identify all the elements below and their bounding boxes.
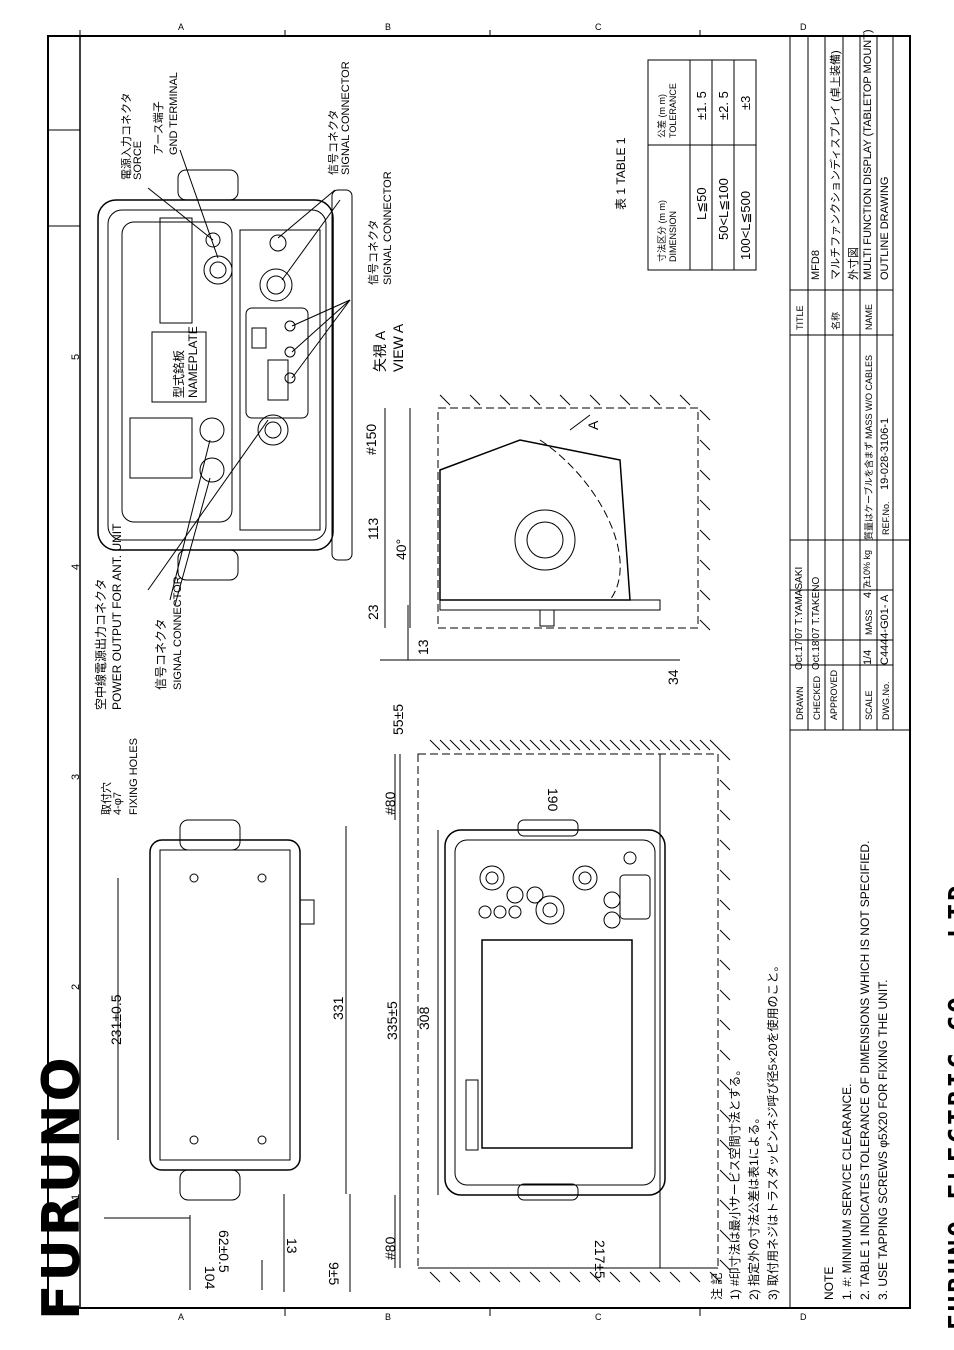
dim-62: 62±0.5 (216, 1230, 232, 1273)
table-dim-1: L≦50 (694, 187, 709, 220)
tb-name-label: NAME (864, 303, 874, 330)
furuno-logo: FURUNO (32, 1054, 92, 1320)
dim-150: #150 (363, 423, 379, 455)
notes-en-line-1: 1. #: MINIMUM SERVICE CLEARANCE. (840, 1083, 854, 1301)
tb-checked-value: Oct.18'07 T.TAKENO (811, 576, 822, 670)
tb-name-jp-1: マルチファンクションディスプレイ (卓上装備) (830, 50, 842, 280)
table-tol-3: ±3 (738, 95, 753, 110)
label-ant-en: POWER OUTPUT FOR ANT. UNIT (110, 523, 124, 710)
grid-number-4: 4 (70, 563, 82, 570)
label-power-in-en: SORCE (132, 140, 144, 180)
tb-mass-note: 質量はケーブルを含まず MASS W/O CABLES (864, 355, 874, 540)
notes-en-line-2: 2. TABLE 1 INDICATES TOLERANCE OF DIMENS… (858, 840, 872, 1300)
dim-217: 217±5 (592, 1240, 608, 1279)
tb-title-label: TITLE (795, 305, 805, 330)
tb-name-jp-label: 名称 (831, 311, 841, 330)
grid-letter-d-bottom: D (800, 1312, 807, 1322)
dim-23: 23 (365, 604, 381, 620)
tb-drawn-label: DRAWN (795, 686, 805, 720)
dim-331: 331 (330, 996, 346, 1020)
label-signal1-en: SIGNAL CONNECTOR (340, 61, 352, 175)
label-fixing-num: 4-φ7 (112, 791, 124, 815)
table-caption: 表 1 TABLE 1 (614, 137, 628, 210)
table-tol-1: ±1. 5 (694, 91, 709, 120)
dim-80b: #80 (382, 1236, 398, 1260)
tb-approved-label: APPROVED (829, 669, 839, 720)
tb-checked-label: CHECKED (812, 675, 822, 720)
grid-number-5: 5 (70, 353, 82, 360)
dim-335: 335±5 (384, 1001, 400, 1040)
grid-letter-a-top: A (178, 22, 185, 32)
notes-jp-line-1: 1) #印寸法は最小サービス空間寸法とする。 (728, 1063, 742, 1300)
table-header-tolerance: 公差 (m m) TOLERANCE (657, 83, 678, 138)
tb-scale-label: SCALE (864, 690, 874, 720)
label-gnd-en: GND TERMINAL (168, 72, 180, 155)
grid-letter-b-top: B (385, 22, 392, 32)
tb-dwg-label: DWG.No. (881, 681, 891, 720)
label-signal2-en: SIGNAL CONNECTOR (382, 171, 394, 285)
label-arrow-a: A (585, 420, 601, 430)
notes-jp-line-3: 3) 取付用ネジはトラスタッピンネジ呼び径5×20を使用のこと。 (766, 959, 780, 1300)
label-nameplate-en: NAMEPLATE (186, 326, 200, 398)
label-signal1-jp: 信号コネクタ (328, 109, 340, 175)
label-view-en: VIEW A (390, 323, 406, 372)
table-header-dimension: 寸法区分 (m m) DIMENSION (657, 200, 678, 262)
label-signal2-jp: 信号コネクタ (368, 219, 380, 285)
notes-en-line-3: 3. USE TAPPING SCREWS φ5X20 FOR FIXING T… (876, 979, 890, 1300)
grid-number-1: 1 (70, 1193, 82, 1200)
notes-en-title-visible: NOTE (822, 1266, 836, 1300)
dim-40: 40° (393, 538, 409, 560)
tb-ref-value: 19-028-3106-1 (879, 417, 891, 490)
dim-190: 190 (545, 788, 561, 812)
dim-55: 55±5 (390, 703, 406, 735)
grid-letter-b-bottom: B (385, 1312, 392, 1322)
tb-name-en-1: MULTI FUNCTION DISPLAY (TABLETOP MOUNT) (862, 29, 874, 280)
notes-jp-line-2: 2) 指定外の寸法公差は表1による。 (747, 1111, 761, 1300)
table-dim-2: 50<L≦100 (716, 178, 731, 240)
company-name: FURUNO ELECTRIC CO., LTD. (944, 863, 954, 1330)
grid-letter-a-bottom: A (178, 1312, 185, 1322)
dim-13a: 13 (284, 1238, 300, 1254)
label-signal3-en: SIGNAL CONNECTOR (172, 576, 184, 690)
label-nameplate-jp: 型式銘板 (172, 349, 186, 398)
dim-308: 308 (416, 1006, 432, 1030)
label-signal3-jp: 信号コネクタ (154, 618, 168, 690)
grid-letter-c-bottom: C (595, 1312, 602, 1322)
tb-dwg-value: C4444-G01- A (879, 594, 891, 665)
label-view-jp: 矢視 A (372, 330, 388, 372)
tb-mass-label: MASS (864, 609, 874, 635)
grid-number-2: 2 (70, 983, 82, 990)
tb-name-jp-2: 外寸図 (848, 247, 860, 280)
table-dim-3: 100<L≦500 (738, 190, 753, 260)
tb-title-value: MFD8 (810, 250, 822, 280)
tb-mass-unit: ±10% kg (862, 550, 872, 585)
grid-letter-d-top: D (800, 22, 807, 32)
dim-113: 113 (365, 517, 381, 540)
tb-name-en-2: OUTLINE DRAWING (879, 176, 891, 281)
dim-9: 9±5 (326, 1262, 342, 1286)
grid-number-3: 3 (70, 773, 82, 780)
notes-jp-title: 注 記 (710, 1272, 724, 1300)
table-tol-2: ±2. 5 (716, 91, 731, 120)
tb-drawn-value: Oct.17'07 T.YAMASAKI (794, 566, 805, 670)
label-fixing-en: FIXING HOLES (128, 737, 140, 815)
label-ant-jp: 空中線電源出力コネクタ (94, 578, 108, 710)
tb-ref-label: REF.No. (881, 501, 891, 535)
dim-80a: #80 (382, 791, 398, 815)
dim-13b: 13 (415, 639, 431, 655)
dim-34: 34 (665, 669, 681, 685)
label-gnd-jp: アース端子 (153, 101, 165, 155)
dim-231: 231±0.5 (108, 994, 124, 1045)
grid-letter-c-top: C (595, 22, 602, 32)
tb-scale-value: 1/4 (862, 649, 874, 665)
